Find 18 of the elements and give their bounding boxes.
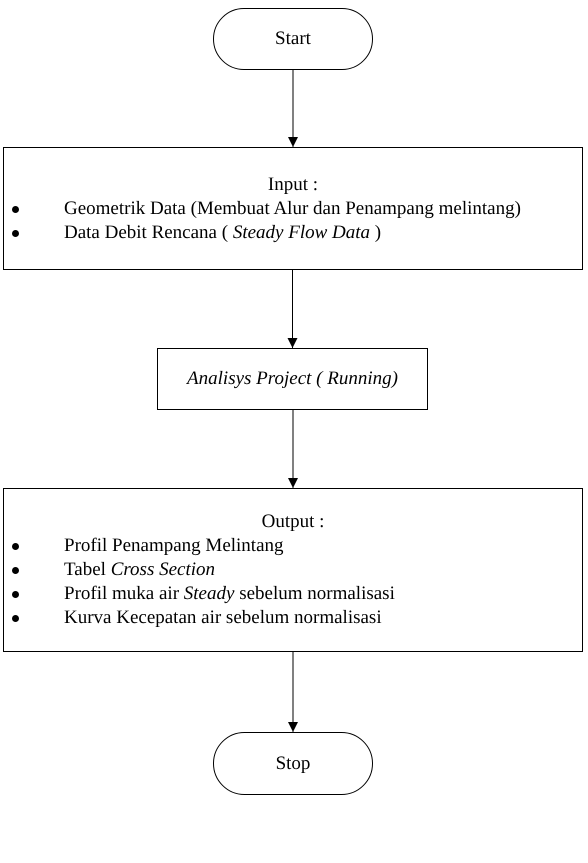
arrow: [288, 410, 298, 488]
arrow: [288, 270, 298, 348]
terminal-label: Start: [275, 27, 311, 51]
box-heading: Input :: [268, 172, 318, 196]
bullet-item: Profil muka air Steady sebelum normalisasi: [4, 582, 582, 606]
process-label: Analisys Project ( Running): [187, 367, 398, 391]
bullet-item: Kurva Kecepatan air sebelum normalisasi: [4, 606, 582, 630]
terminal-label: Stop: [276, 752, 310, 776]
bullet-item: Tabel Cross Section: [4, 558, 582, 582]
process-box: [157, 348, 428, 410]
process-box: [3, 147, 583, 270]
arrow: [288, 652, 298, 732]
box-heading: Output :: [262, 510, 324, 534]
bullet-item: Data Debit Rencana ( Steady Flow Data ): [4, 220, 582, 244]
arrow: [288, 70, 298, 148]
bullet-item: Profil Penampang Melintang: [4, 534, 582, 558]
process-box: [3, 488, 583, 652]
bullet-item: Geometrik Data (Membuat Alur dan Penampang melintang): [4, 196, 582, 220]
